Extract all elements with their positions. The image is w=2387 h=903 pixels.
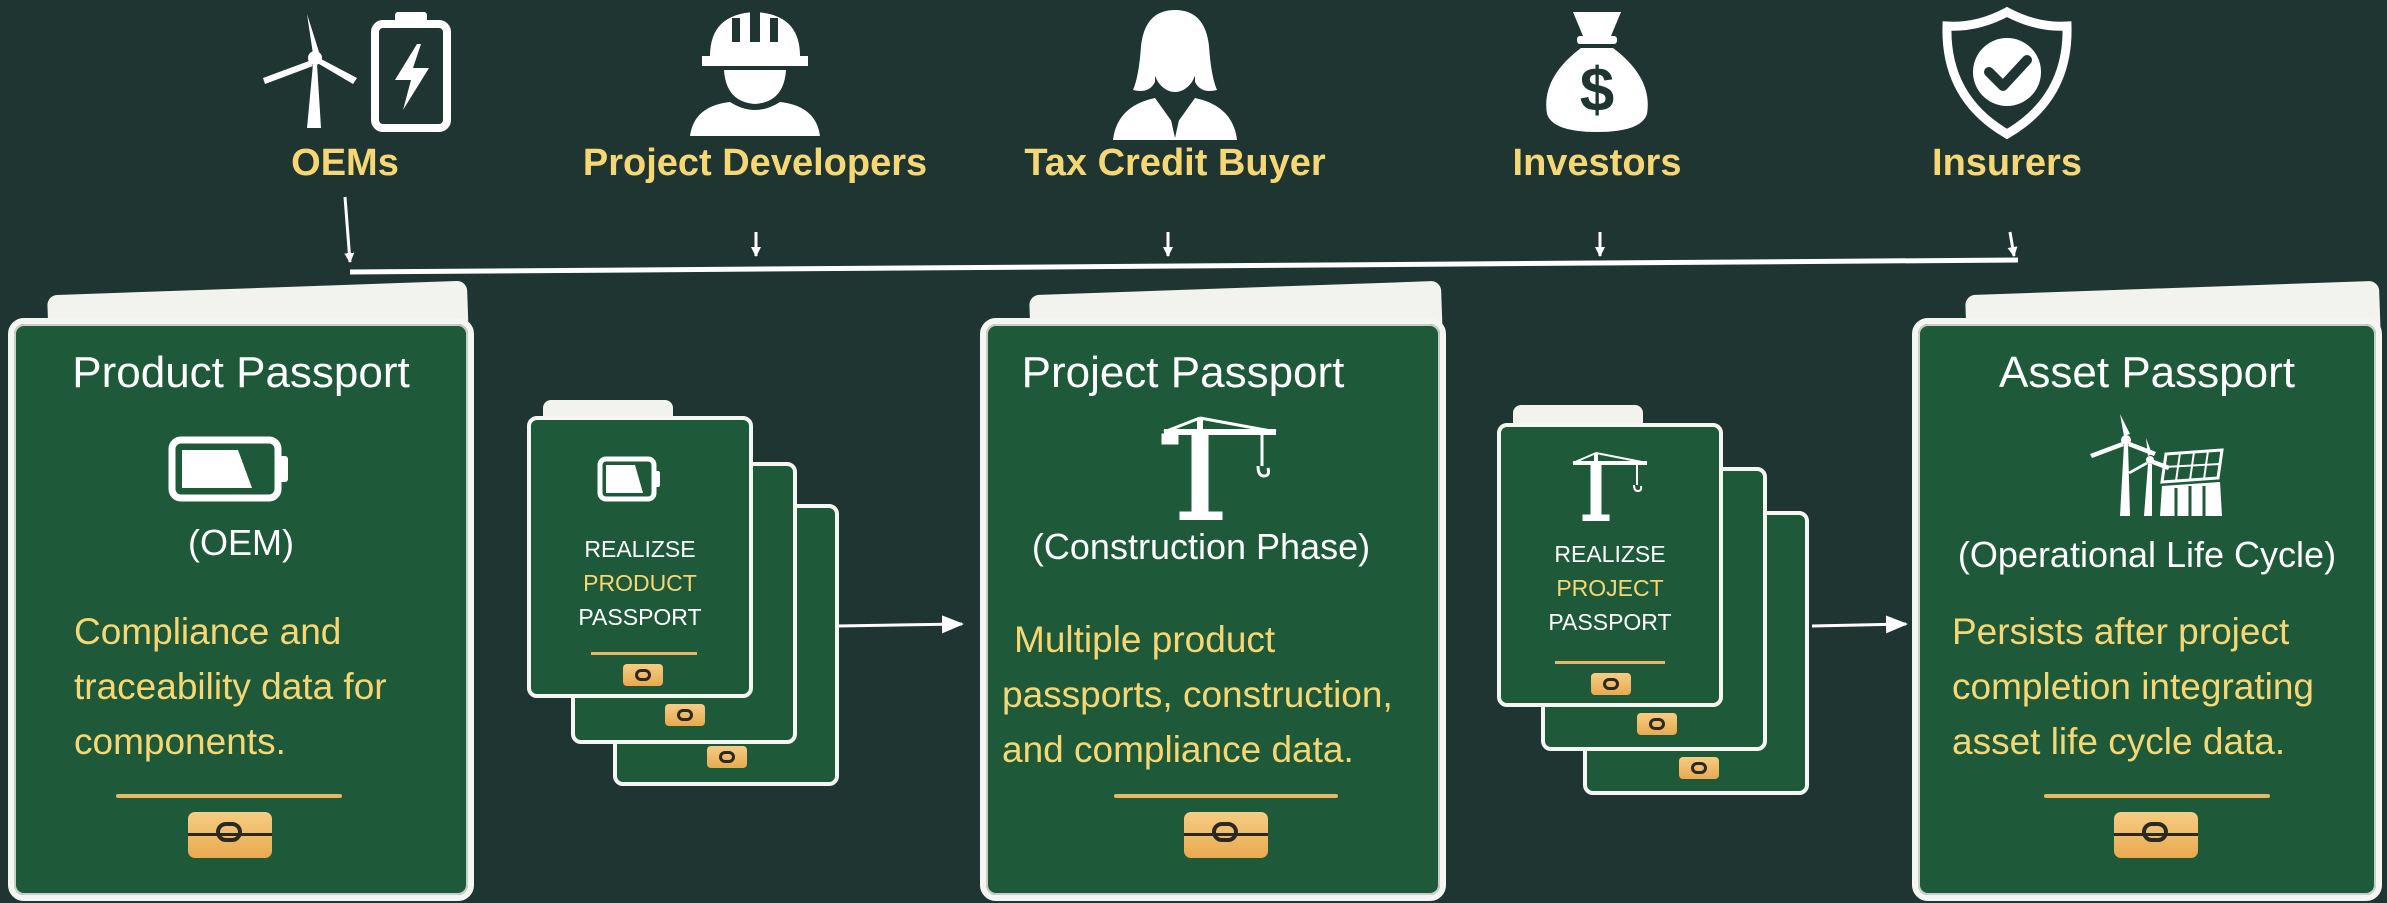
construction-crane-icon bbox=[1572, 452, 1648, 521]
battery-icon bbox=[597, 456, 660, 502]
asset-passport-description: Persists after project completion integr… bbox=[1952, 611, 2314, 762]
project-passport: Project Passport (Construction Phase) Mu… bbox=[980, 280, 1446, 901]
construction-crane-icon bbox=[1161, 416, 1277, 520]
passport-chip-icon bbox=[623, 664, 663, 686]
battery-icon bbox=[168, 436, 288, 502]
product-passport-stack: REALIZSE PRODUCT PASSPORT bbox=[525, 400, 845, 800]
stakeholder-label-project-developers: Project Developers bbox=[582, 142, 928, 184]
product-passport: Product Passport (OEM) Compliance and tr… bbox=[8, 280, 474, 901]
hard-hat-worker-icon bbox=[690, 12, 820, 136]
stack-card-text: REALIZSE PROJECT PASSPORT bbox=[1548, 541, 1672, 635]
passport-chip-icon bbox=[188, 812, 272, 858]
asset-passport: Asset Passport (Operational Life Cycle) … bbox=[1912, 280, 2382, 901]
stakeholder-label-oems: OEMs bbox=[291, 142, 399, 184]
asset-passport-divider bbox=[2044, 794, 2270, 798]
product-passport-description: Compliance and traceability data for com… bbox=[74, 611, 387, 762]
stack-card-text: REALIZSE PRODUCT PASSPORT bbox=[578, 536, 702, 630]
project-passport-stack: REALIZSE PROJECT PASSPORT bbox=[1495, 405, 1815, 805]
businesswoman-icon bbox=[1113, 10, 1237, 140]
stakeholder-label-insurers: Insurers bbox=[1932, 142, 2082, 184]
stack-card-front: REALIZSE PROJECT PASSPORT bbox=[1497, 423, 1723, 707]
project-passport-divider bbox=[1114, 794, 1338, 798]
product-passport-subtitle: (OEM) bbox=[188, 522, 294, 563]
product-passport-divider bbox=[116, 794, 342, 798]
project-passport-subtitle: (Construction Phase) bbox=[1031, 526, 1371, 567]
wind-solar-icon bbox=[2090, 414, 2224, 516]
wind-turbine-icon bbox=[263, 12, 451, 132]
svg-text:$: $ bbox=[1580, 56, 1614, 125]
passport-chip-icon bbox=[2114, 812, 2198, 858]
stakeholder-label-tax-credit-buyer: Tax Credit Buyer bbox=[1024, 142, 1326, 184]
project-passport-description: Multiple product passports, construction… bbox=[1002, 619, 1393, 770]
passport-chip-icon bbox=[1591, 673, 1631, 695]
stack-card-front: REALIZSE PRODUCT PASSPORT bbox=[527, 416, 753, 698]
product-passport-title: Product Passport bbox=[72, 348, 410, 397]
passport-chip-icon bbox=[1184, 812, 1268, 858]
stakeholder-label-investors: Investors bbox=[1512, 142, 1682, 184]
project-passport-title: Project Passport bbox=[1021, 348, 1345, 397]
asset-passport-title: Asset Passport bbox=[1999, 348, 2295, 397]
asset-passport-subtitle: (Operational Life Cycle) bbox=[1957, 534, 2337, 575]
money-bag-icon: $ bbox=[1546, 12, 1648, 132]
shield-check-icon bbox=[1942, 6, 2072, 140]
